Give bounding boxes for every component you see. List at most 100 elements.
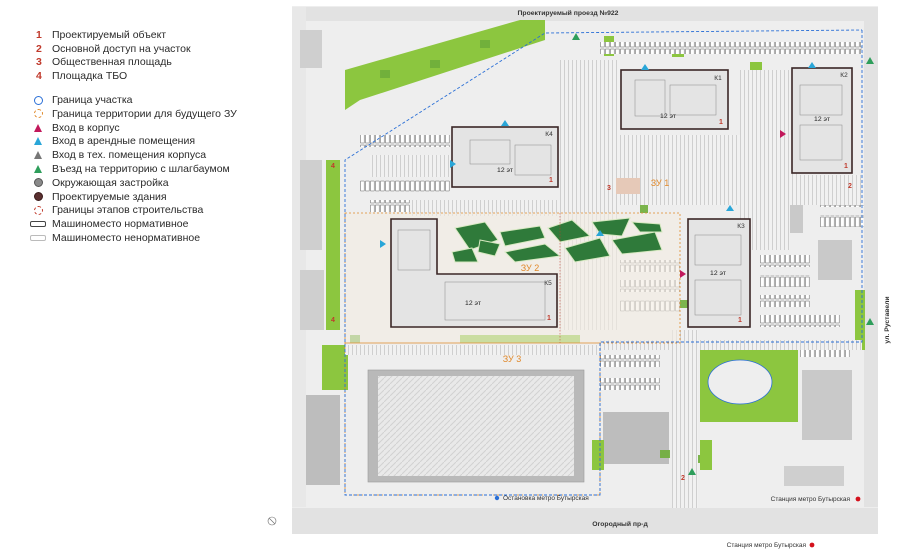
marker-square: 3 xyxy=(607,185,611,192)
legend-item-parking-normative: Машиноместо нормативное xyxy=(26,217,291,231)
k1-num: 1 xyxy=(719,119,723,126)
k2-label: К2 xyxy=(840,72,848,79)
k4-label: К4 xyxy=(545,131,553,138)
building-k5 xyxy=(390,218,558,328)
circle-blue-icon xyxy=(33,95,43,105)
legend-item-4: 4 Площадка ТБО xyxy=(26,69,291,83)
existing-building xyxy=(300,270,324,330)
k3-num: 1 xyxy=(738,317,742,324)
triangle-grey-icon xyxy=(34,151,42,160)
legend-item-rental-entrance: Вход в арендные помещения xyxy=(26,135,291,149)
existing-building xyxy=(784,466,844,486)
existing-building-roof xyxy=(378,376,574,476)
legend-item-3: 3 Общественная площадь xyxy=(26,56,291,70)
plaza-greens xyxy=(451,217,663,263)
street-bottom: Огородный пр-д xyxy=(592,520,648,528)
legend-num: 1 xyxy=(36,28,42,41)
k5-label: К5 xyxy=(544,280,552,287)
k2-num: 1 xyxy=(844,163,848,170)
marker-tbo-1: 4 xyxy=(331,163,335,170)
legend-item-future-boundary: Граница территории для будущего ЗУ xyxy=(26,107,291,121)
triangle-cyan-icon xyxy=(34,137,42,146)
k3-label: К3 xyxy=(737,223,745,230)
zone-zu1: ЗУ 1 xyxy=(651,178,670,188)
metro-stop-left: Остановка метро Бутырская xyxy=(503,495,589,502)
metro-station-icon xyxy=(855,496,861,502)
legend-label: Вход в арендные помещения xyxy=(52,135,196,148)
legend-label: Граница участка xyxy=(52,94,133,107)
legend-label: Граница территории для будущего ЗУ xyxy=(52,107,237,120)
k2-floors: 12 эт xyxy=(814,116,830,123)
legend-item-existing: Окружающая застройка xyxy=(26,176,291,190)
street-right: ул. Руставели xyxy=(884,296,891,343)
parking-space-icon xyxy=(30,221,46,228)
marker-access-bottom: 2 xyxy=(681,475,685,482)
legend-label: Вход в тех. помещения корпуса xyxy=(52,149,207,162)
legend-item-entrance: Вход в корпус xyxy=(26,121,291,135)
circle-orange-dashed-icon xyxy=(33,109,43,119)
legend-num: 2 xyxy=(36,42,42,55)
north-arrow-icon xyxy=(267,516,277,526)
legend-item-designed: Проектируемые здания xyxy=(26,190,291,204)
metro-stop-icon xyxy=(494,495,500,501)
legend-label: Основной доступ на участок xyxy=(52,42,191,55)
bottom-road xyxy=(292,508,878,534)
building-k3 xyxy=(687,218,751,328)
legend-item-1: 1 Проектируемый объект xyxy=(26,28,291,42)
legend-label: Машиноместо нормативное xyxy=(52,218,189,231)
existing-building xyxy=(802,370,852,440)
legend-label: Общественная площадь xyxy=(52,56,172,69)
metro-station-right: Станция метро Бутырская xyxy=(771,496,851,503)
circle-brown-icon xyxy=(33,192,43,202)
k1-label: К1 xyxy=(714,75,722,82)
legend-item-parking-nonnormative: Машиноместо ненормативное xyxy=(26,231,291,245)
legend-label: Вход в корпус xyxy=(52,121,120,134)
building-k2 xyxy=(791,67,853,174)
existing-building xyxy=(300,30,322,68)
metro-station-bottom-icon xyxy=(809,542,815,548)
existing-building xyxy=(818,240,852,280)
site-boundary xyxy=(344,29,863,496)
zone-zu2: ЗУ 2 xyxy=(521,263,540,273)
circle-grey-icon xyxy=(33,178,43,188)
right-road xyxy=(864,7,878,507)
legend-label: Окружающая застройка xyxy=(52,176,169,189)
parking-space-light-icon xyxy=(30,235,46,242)
legend-label: Проектируемый объект xyxy=(52,28,167,41)
marker-tbo-2: 4 xyxy=(331,317,335,324)
legend: 1 Проектируемый объект 2 Основной доступ… xyxy=(26,28,291,245)
street-top: Проектируемый проезд №922 xyxy=(518,9,619,17)
zone-zu3: ЗУ 3 xyxy=(503,354,522,364)
metro-station-bottom: Станция метро Бутырская xyxy=(727,542,807,549)
public-square-tile xyxy=(616,178,640,194)
legend-item-tech-entrance: Вход в тех. помещения корпуса xyxy=(26,148,291,162)
k4-floors: 12 эт xyxy=(497,167,513,174)
existing-building xyxy=(306,395,340,485)
legend-item-barrier-entry: Въезд на территорию с шлагбаумом xyxy=(26,162,291,176)
k5-floors: 12 эт xyxy=(465,300,481,307)
legend-label: Машиноместо ненормативное xyxy=(52,232,201,245)
legend-label: Въезд на территорию с шлагбаумом xyxy=(52,163,230,176)
k3-floors: 12 эт xyxy=(710,270,726,277)
existing-building xyxy=(300,160,322,250)
oval-lawn xyxy=(707,359,773,405)
triangle-magenta-icon xyxy=(34,123,42,132)
legend-item-site-boundary: Граница участка xyxy=(26,93,291,107)
entrance-markers xyxy=(380,33,874,475)
marker-access: 2 xyxy=(848,183,852,190)
building-k4 xyxy=(451,126,559,188)
legend-num: 4 xyxy=(36,70,42,83)
legend-label: Площадка ТБО xyxy=(52,70,128,83)
existing-building xyxy=(603,412,669,464)
building-k1 xyxy=(620,69,729,130)
circle-red-dashed-icon xyxy=(33,205,43,215)
top-road xyxy=(292,7,878,21)
legend-label: Границы этапов строительства xyxy=(52,204,204,217)
k4-num: 1 xyxy=(549,177,553,184)
left-strip xyxy=(292,7,306,507)
legend-label: Проектируемые здания xyxy=(52,190,167,203)
legend-item-stages: Границы этапов строительства xyxy=(26,204,291,218)
k1-floors: 12 эт xyxy=(660,113,676,120)
